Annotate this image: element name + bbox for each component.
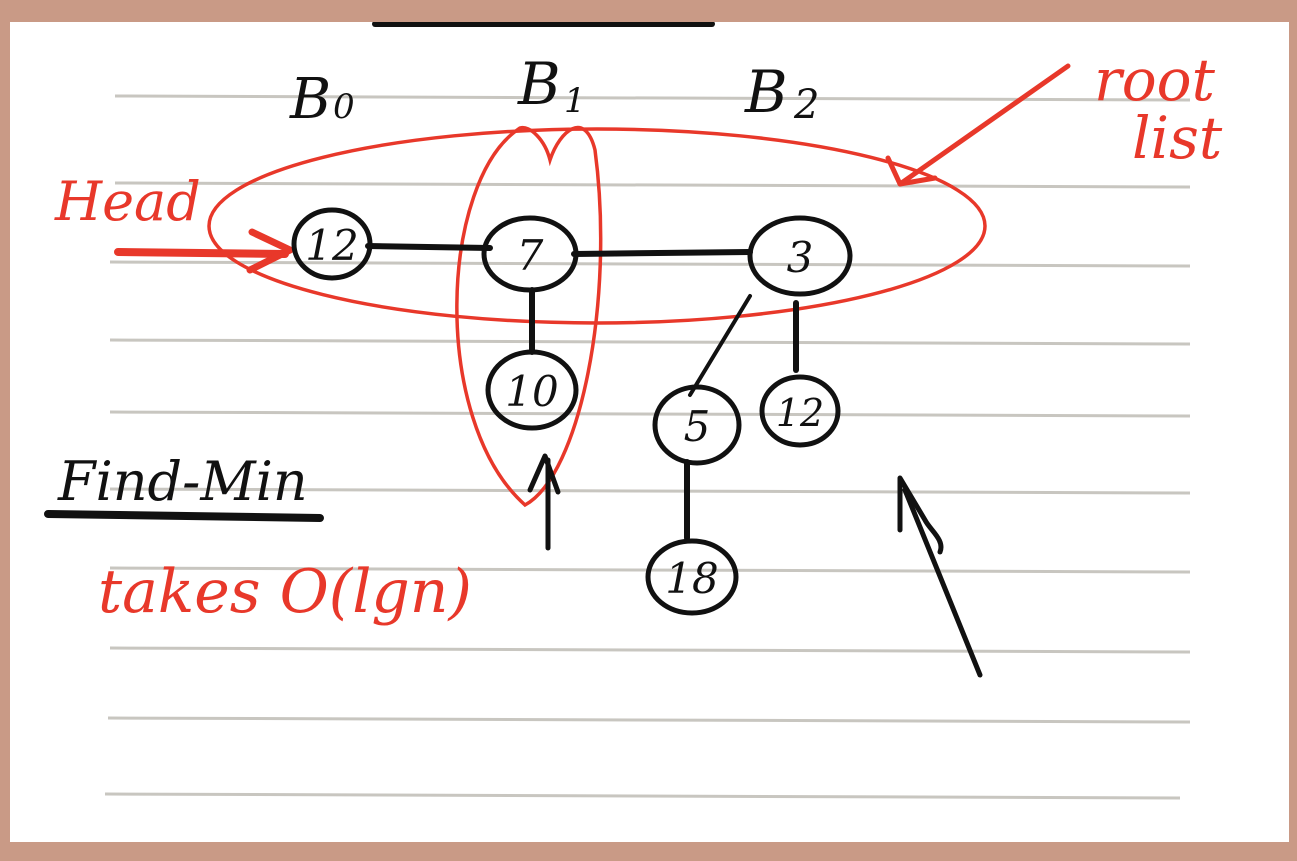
ruled-line [109,487,1191,495]
ruled-line [109,410,1191,418]
node-12-child: 12 [759,374,841,448]
column-header-b0: B 0 [289,67,355,132]
svg-text:12: 12 [776,391,824,435]
svg-text:B: B [744,58,788,126]
head-label: Head [54,170,201,233]
node-18: 18 [645,538,739,616]
note-card: B 0 B 1 B 2 root list Head 12 [10,22,1289,842]
node-10: 10 [485,349,579,431]
svg-text:3: 3 [787,233,814,282]
ruled-line [109,338,1191,346]
svg-text:1: 1 [564,81,586,121]
column-header-b1: B 1 [517,50,586,121]
svg-text:7: 7 [517,231,544,280]
svg-text:list: list [1132,104,1223,172]
pointer-arrow-b1 [527,453,561,551]
svg-text:18: 18 [665,554,718,603]
ruled-line [114,94,1191,102]
find-min-underline [44,510,324,522]
head-arrow [114,228,294,274]
pointer-arrow-right [897,475,983,678]
root-list-arrow [885,63,1071,187]
svg-text:2: 2 [793,82,819,128]
find-min-label: Find-Min [57,450,308,513]
complexity-label: takes O(lgn) [98,557,472,627]
ruled-lines [104,94,1191,800]
svg-text:0: 0 [333,87,355,127]
ruled-line [109,646,1191,654]
node-3: 3 [747,215,853,297]
binomial-heap-diagram: B 0 B 1 B 2 root list Head 12 [44,22,1223,800]
column-header-b2: B 2 [744,58,819,128]
svg-text:B: B [289,67,331,132]
ruled-line [107,716,1191,724]
edge-3-5 [688,294,752,397]
edge-7-3 [571,249,753,257]
node-5: 5 [652,384,742,466]
svg-text:root: root [1094,46,1216,114]
svg-text:5: 5 [684,402,711,451]
ruled-line [114,181,1191,189]
edge-12-7 [365,243,493,251]
node-12: 12 [291,207,373,281]
b1-tree-loop [455,125,603,508]
svg-text:B: B [517,50,561,118]
ruled-line [109,260,1191,268]
node-7: 7 [481,215,579,293]
ruled-line [104,792,1181,800]
root-list-label: root list [1094,46,1223,172]
svg-text:10: 10 [505,367,558,416]
tree-edges [365,243,799,541]
svg-text:12: 12 [305,221,358,270]
